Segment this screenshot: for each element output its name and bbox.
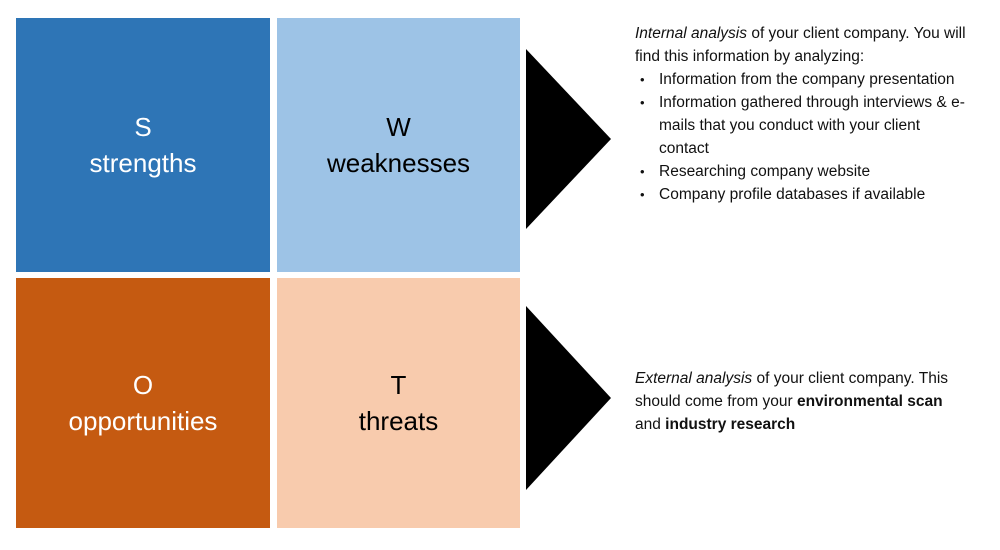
text-segment: Internal analysis bbox=[635, 25, 748, 42]
weaknesses-letter: W bbox=[386, 112, 411, 142]
opportunities-label: opportunities bbox=[68, 406, 218, 436]
text-segment: industry research bbox=[665, 416, 796, 433]
threats-letter: T bbox=[390, 370, 407, 400]
quadrant-strengths: S strengths bbox=[16, 18, 270, 272]
weaknesses-label: weaknesses bbox=[326, 148, 471, 178]
quadrant-threats: T threats bbox=[277, 278, 520, 528]
threats-label: threats bbox=[358, 406, 439, 436]
internal-analysis-arrow-icon bbox=[526, 49, 611, 229]
strengths-label: strengths bbox=[89, 148, 197, 178]
bullet-marker: • bbox=[640, 72, 645, 87]
text-segment: of your client company. This should come… bbox=[635, 370, 949, 410]
strengths-letter: S bbox=[134, 112, 152, 142]
text-segment: environmental scan bbox=[796, 393, 943, 410]
text-segment: of your client company. You will find th… bbox=[635, 25, 966, 65]
bullet-item: • Information gathered through interviews… bbox=[635, 91, 965, 160]
bullet-item: • Information from the company presentati… bbox=[635, 68, 965, 91]
bullet-item: • Researching company website bbox=[635, 160, 965, 183]
bullet-text: Researching company website bbox=[659, 163, 871, 180]
internal-analysis-intro: Internal analysis of your client company… bbox=[635, 22, 983, 68]
bullet-text: Information from the company presentatio… bbox=[659, 71, 955, 88]
bullet-text: Information gathered through interviews … bbox=[659, 94, 965, 157]
bullet-marker: • bbox=[640, 164, 645, 179]
opportunities-letter: O bbox=[132, 370, 154, 400]
internal-analysis-bullet-list: • Information from the company presentati… bbox=[635, 68, 965, 206]
bullet-text: Company profile databases if available bbox=[659, 186, 926, 203]
external-analysis-intro: External analysis of your client company… bbox=[635, 367, 967, 436]
bullet-marker: • bbox=[640, 95, 645, 110]
external-analysis-arrow-icon bbox=[526, 306, 611, 490]
quadrant-weaknesses: W weaknesses bbox=[277, 18, 520, 272]
internal-analysis-note: Internal analysis of your client company… bbox=[635, 22, 983, 206]
bullet-marker: • bbox=[640, 187, 645, 202]
external-analysis-note: External analysis of your client company… bbox=[635, 367, 967, 436]
text-segment: External analysis bbox=[635, 370, 753, 387]
quadrant-opportunities: O opportunities bbox=[16, 278, 270, 528]
text-segment: and bbox=[635, 416, 666, 433]
bullet-item: • Company profile databases if available bbox=[635, 183, 965, 206]
